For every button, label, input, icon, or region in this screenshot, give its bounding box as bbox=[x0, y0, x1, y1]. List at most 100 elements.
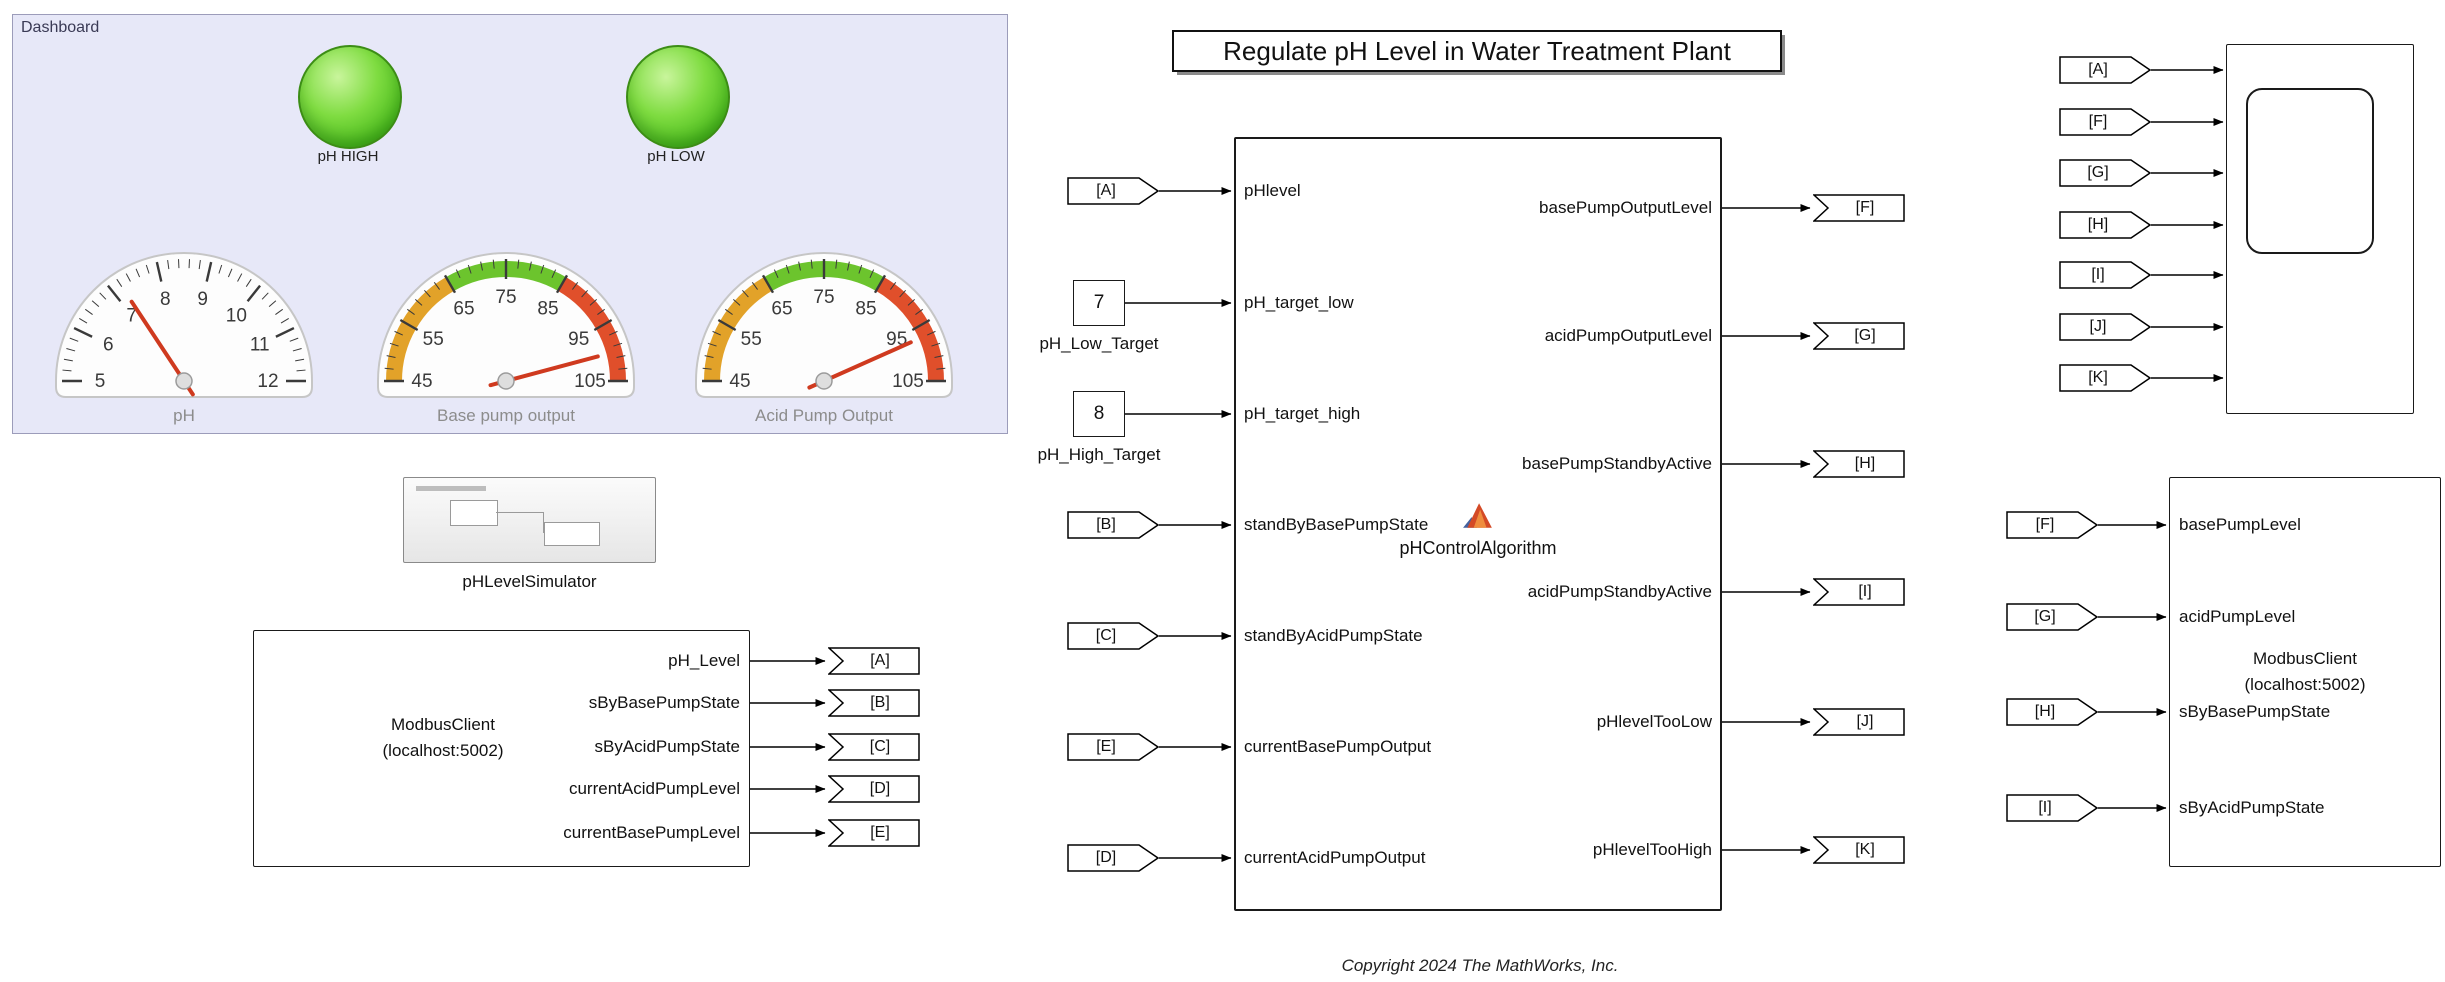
from-tag-F-scope-label: [F] bbox=[2088, 113, 2108, 130]
algo-input-phlevel: pHlevel bbox=[1244, 181, 1301, 200]
simulator-thumb-block2 bbox=[544, 522, 600, 546]
from-tag-E-algo[interactable]: [E] bbox=[1067, 733, 1159, 761]
from-tag-J-scope-label: [J] bbox=[2089, 318, 2107, 335]
sink-port-sbybasepumpstate: sByBasePumpState bbox=[2179, 702, 2331, 721]
ph-level-simulator-block[interactable] bbox=[403, 477, 656, 563]
from-tag-I-scope[interactable]: [I] bbox=[2059, 261, 2151, 289]
goto-tag-D[interactable]: [D] bbox=[828, 775, 920, 803]
dashboard-title: Dashboard bbox=[21, 19, 100, 36]
from-tag-F-scope[interactable]: [F] bbox=[2059, 108, 2151, 136]
from-tag-A-algo[interactable]: [A] bbox=[1067, 177, 1159, 205]
from-tag-shape bbox=[2059, 108, 2151, 136]
svg-text:85: 85 bbox=[537, 298, 558, 319]
gauge-base-pump-label: Base pump output bbox=[437, 406, 575, 425]
svg-text:45: 45 bbox=[729, 371, 750, 392]
from-tag-D-label: [D] bbox=[1095, 849, 1117, 866]
goto-tag-K[interactable]: [K] bbox=[1813, 836, 1905, 864]
from-tag-J-scope[interactable]: [J] bbox=[2059, 313, 2151, 341]
from-tag-A-scope-label: [A] bbox=[2088, 61, 2108, 78]
from-tag-shape bbox=[1067, 511, 1159, 539]
goto-tag-G[interactable]: [G] bbox=[1813, 322, 1905, 350]
from-tag-shape bbox=[1067, 733, 1159, 761]
modbus-client-sink-block[interactable] bbox=[2169, 477, 2441, 867]
svg-text:85: 85 bbox=[855, 298, 876, 319]
goto-tag-shape bbox=[828, 733, 920, 761]
goto-tag-B[interactable]: [B] bbox=[828, 689, 920, 717]
from-tag-shape bbox=[2059, 261, 2151, 289]
goto-tag-I-label: [I] bbox=[1858, 583, 1872, 600]
algo-output-acidpumpstandbyactive: acidPumpStandbyActive bbox=[1527, 582, 1712, 601]
algo-input-ph-target-high: pH_target_high bbox=[1244, 404, 1361, 423]
goto-tag-shape bbox=[828, 819, 920, 847]
simulator-thumb-titlebar bbox=[416, 486, 486, 491]
diagram-title: Regulate pH Level in Water Treatment Pla… bbox=[1172, 30, 1782, 72]
goto-tag-shape bbox=[828, 689, 920, 717]
svg-text:95: 95 bbox=[568, 329, 589, 350]
from-tag-B-algo[interactable]: [B] bbox=[1067, 511, 1159, 539]
from-tag-shape bbox=[2006, 698, 2098, 726]
goto-tag-shape bbox=[1813, 836, 1905, 864]
constant-ph-high-target[interactable]: 8 bbox=[1073, 391, 1125, 437]
svg-text:10: 10 bbox=[226, 305, 247, 326]
algo-input-standbybasepumpstate: standByBasePumpState bbox=[1244, 515, 1429, 534]
constant-ph-low-target[interactable]: 7 bbox=[1073, 280, 1125, 326]
from-tag-shape bbox=[1067, 844, 1159, 872]
goto-tag-J[interactable]: [J] bbox=[1813, 708, 1905, 736]
goto-tag-D-label: [D] bbox=[869, 780, 891, 797]
goto-tag-E[interactable]: [E] bbox=[828, 819, 920, 847]
from-tag-G-scope[interactable]: [G] bbox=[2059, 159, 2151, 187]
svg-text:11: 11 bbox=[250, 335, 270, 356]
simulator-thumb-wire bbox=[496, 512, 544, 513]
modbus-client-source-block[interactable] bbox=[253, 630, 750, 867]
modbus-sink-name-line2: (localhost:5002) bbox=[2244, 675, 2366, 694]
from-tag-A-label: [A] bbox=[1096, 182, 1116, 199]
from-tag-C-label: [C] bbox=[1095, 627, 1117, 644]
svg-text:75: 75 bbox=[495, 287, 516, 308]
sink-port-basepumplevel: basePumpLevel bbox=[2179, 515, 2301, 534]
from-tag-H-scope[interactable]: [H] bbox=[2059, 211, 2151, 239]
svg-text:55: 55 bbox=[741, 329, 762, 350]
copyright-annotation: Copyright 2024 The MathWorks, Inc. bbox=[1341, 956, 1619, 975]
lamp-ph-low-label: pH LOW bbox=[647, 148, 705, 165]
goto-tag-C-label: [C] bbox=[869, 738, 891, 755]
gauge-ph-label: pH bbox=[173, 406, 195, 425]
sink-port-sbyacidpumpstate: sByAcidPumpState bbox=[2179, 798, 2325, 817]
from-tag-shape bbox=[1067, 622, 1159, 650]
goto-tag-F-label: [F] bbox=[1855, 199, 1875, 216]
from-tag-shape bbox=[2059, 159, 2151, 187]
from-tag-G-sink[interactable]: [G] bbox=[2006, 603, 2098, 631]
algo-output-phleveltoolow: pHlevelTooLow bbox=[1596, 712, 1712, 731]
ph-control-algorithm-label: pHControlAlgorithm bbox=[1399, 538, 1557, 558]
constant-ph-low-target-label: pH_Low_Target bbox=[1039, 334, 1159, 353]
svg-text:75: 75 bbox=[813, 287, 834, 308]
goto-tag-F[interactable]: [F] bbox=[1813, 194, 1905, 222]
goto-tag-H-label: [H] bbox=[1854, 455, 1876, 472]
from-tag-D-algo[interactable]: [D] bbox=[1067, 844, 1159, 872]
goto-tag-K-label: [K] bbox=[1855, 841, 1875, 858]
lamp-ph-low[interactable] bbox=[626, 45, 730, 149]
svg-text:12: 12 bbox=[257, 371, 278, 392]
svg-text:105: 105 bbox=[892, 371, 924, 392]
from-tag-H-sink[interactable]: [H] bbox=[2006, 698, 2098, 726]
goto-tag-C[interactable]: [C] bbox=[828, 733, 920, 761]
goto-tag-I[interactable]: [I] bbox=[1813, 578, 1905, 606]
from-tag-C-algo[interactable]: [C] bbox=[1067, 622, 1159, 650]
goto-tag-A-label: [A] bbox=[870, 652, 890, 669]
svg-text:6: 6 bbox=[103, 335, 114, 356]
from-tag-A-scope[interactable]: [A] bbox=[2059, 56, 2151, 84]
goto-tag-H[interactable]: [H] bbox=[1813, 450, 1905, 478]
from-tag-F-sink[interactable]: [F] bbox=[2006, 511, 2098, 539]
goto-tag-shape bbox=[1813, 194, 1905, 222]
goto-tag-shape bbox=[1813, 578, 1905, 606]
lamp-ph-high[interactable] bbox=[298, 45, 402, 149]
sink-port-acidpumplevel: acidPumpLevel bbox=[2179, 607, 2296, 626]
goto-tag-A[interactable]: [A] bbox=[828, 647, 920, 675]
from-tag-I-sink[interactable]: [I] bbox=[2006, 794, 2098, 822]
from-tag-K-scope[interactable]: [K] bbox=[2059, 364, 2151, 392]
